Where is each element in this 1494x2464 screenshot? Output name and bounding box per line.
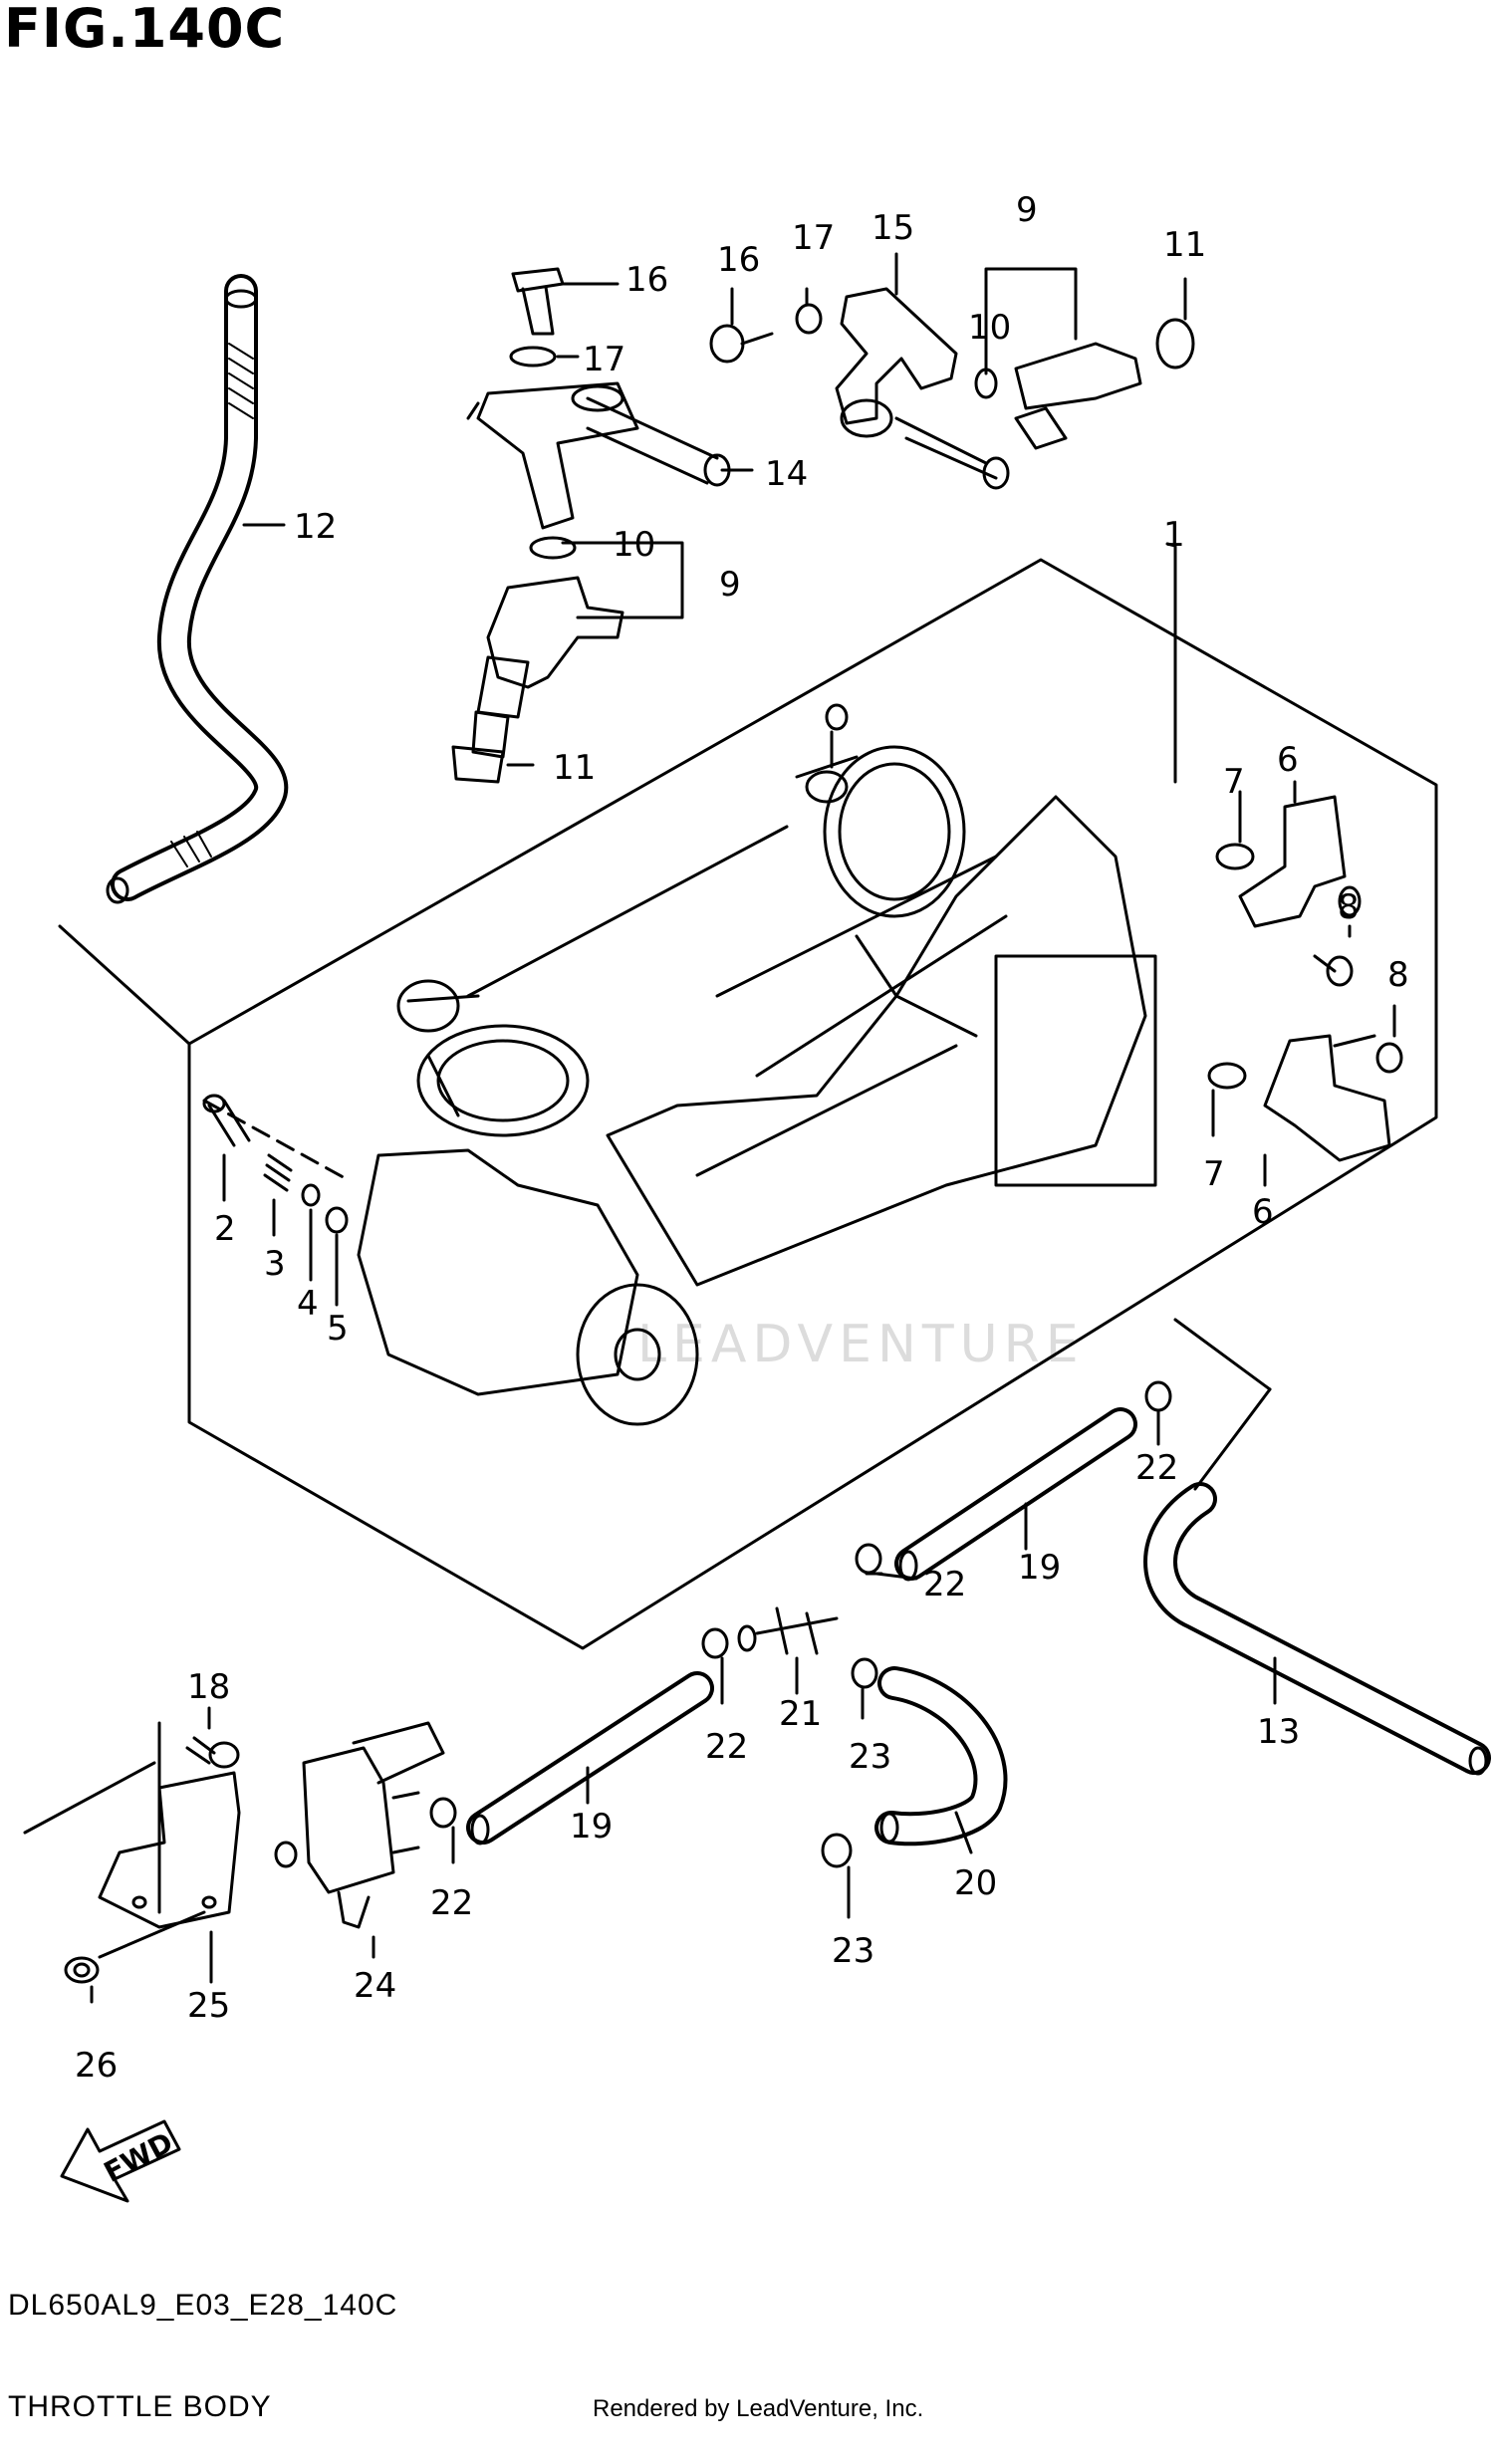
callout-16-upper: 16 [717,240,760,280]
callout-10-upper: 10 [968,308,1011,348]
callout-11-upper: 11 [1163,225,1206,265]
figure-title: FIG.140C [4,0,286,60]
callout-5: 5 [327,1309,349,1349]
callout-9-lower: 9 [719,565,741,605]
fuel-rail-15 [835,287,1010,490]
callout-13: 13 [1257,1712,1300,1752]
callout-17-upper: 17 [792,218,835,258]
assembly-outline [187,558,1438,1650]
callout-22-b: 22 [923,1565,966,1604]
callout-21: 21 [779,1694,822,1734]
fwd-arrow-icon: FWD [60,2119,181,2203]
callout-10-lower: 10 [613,525,655,565]
bolt-16-right [709,324,774,364]
callout-23-a: 23 [849,1737,891,1777]
callout-25: 25 [187,1986,230,2026]
sensor-6-lower [1263,1034,1391,1162]
watermark: LEADVENTURE [637,1315,1085,1374]
callout-8-lower: 8 [1387,955,1409,995]
callout-8-upper: 8 [1338,887,1360,927]
injector-9-left [451,536,624,784]
callout-22-a: 22 [1135,1448,1178,1488]
callout-19-upper: 19 [1018,1548,1061,1588]
solenoid-24 [274,1721,445,1929]
callout-16-lower: 16 [625,260,668,300]
throttle-body [357,703,1157,1426]
hose-12 [106,274,289,904]
callout-19-lower: 19 [570,1807,613,1847]
callout-11-lower: 11 [553,748,596,788]
figure-name: THROTTLE BODY [8,2390,272,2423]
callout-7-lower: 7 [1203,1154,1225,1194]
callout-9-upper: 9 [1016,190,1038,230]
callout-26: 26 [75,2046,118,2086]
callout-15: 15 [872,208,914,248]
callout-14: 14 [765,454,808,494]
callout-2: 2 [214,1209,236,1249]
callout-23-b: 23 [832,1931,874,1971]
injector-9-right [1014,318,1195,450]
callout-4: 4 [297,1284,319,1324]
bracket-25 [98,1771,241,1929]
fuel-rail-14 [466,381,731,530]
callout-22-d: 22 [430,1883,473,1923]
figure-code: DL650AL9_E03_E28_140C [8,2289,398,2322]
callout-7-upper: 7 [1223,762,1245,802]
bolt-16-left [511,267,565,336]
callout-1: 1 [1163,515,1185,555]
render-credit: Rendered by LeadVenture, Inc. [593,2395,924,2422]
callout-20: 20 [954,1863,997,1903]
callout-12: 12 [294,507,337,547]
callout-24: 24 [354,1966,396,2006]
callout-6-lower: 6 [1252,1192,1274,1232]
callout-22-c: 22 [705,1727,748,1767]
callout-6-upper: 6 [1277,740,1299,780]
callout-3: 3 [264,1244,286,1284]
callout-18: 18 [187,1667,230,1707]
sensor-6-upper [1238,795,1362,928]
callout-17-lower: 17 [583,340,625,379]
